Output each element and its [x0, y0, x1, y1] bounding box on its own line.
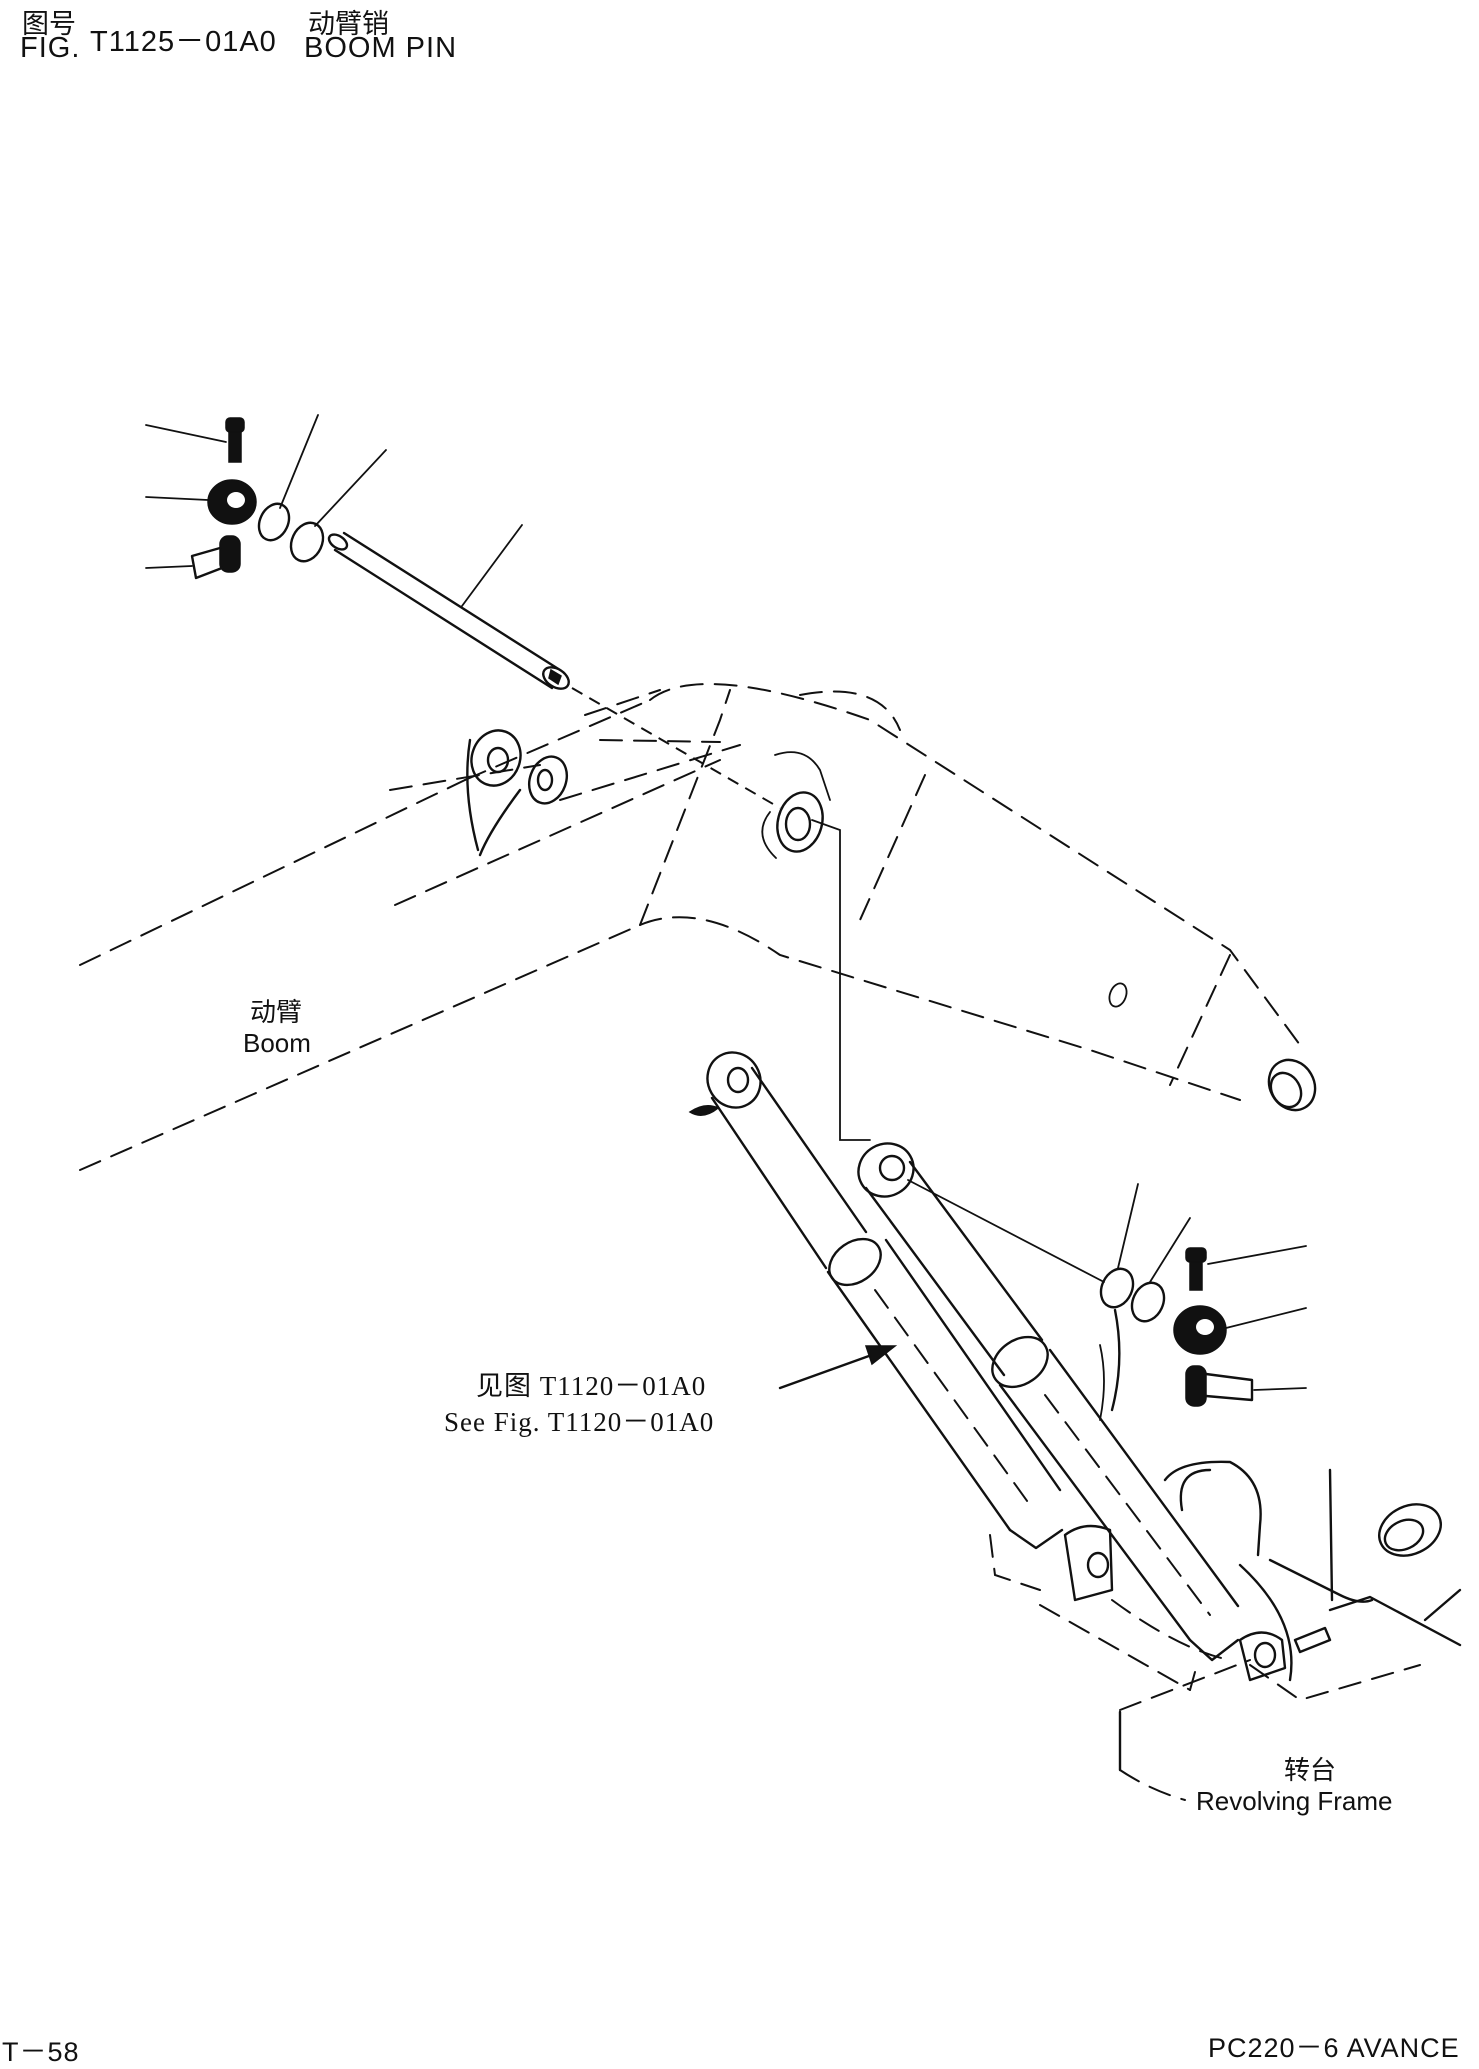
fig-number: T1125－01A0 — [90, 26, 277, 58]
upper-shim-1 — [257, 502, 291, 542]
lower-shim-2 — [1130, 1281, 1166, 1323]
ref-label-cn: 见图 T1120－01A0 — [476, 1371, 707, 1401]
reference-arrow — [778, 1345, 898, 1390]
title-en: BOOM PIN — [304, 32, 458, 64]
upper-grease-fitting — [190, 535, 241, 580]
upper-plate-washer — [207, 479, 257, 525]
upper-shim-2 — [289, 521, 325, 563]
boom-cylinders — [688, 1051, 1240, 1662]
fig-label-en: FIG. — [20, 32, 81, 64]
boom-label-en: Boom — [243, 1028, 311, 1058]
frame-label-en: Revolving Frame — [1196, 1786, 1393, 1816]
frame-label-cn: 转台 — [1284, 1755, 1337, 1785]
boom-pin — [327, 531, 570, 690]
boom-outline — [79, 683, 1317, 1171]
lower-grease-fitting — [1185, 1365, 1254, 1407]
lower-plate-washer — [1173, 1305, 1227, 1355]
upper-bolt — [225, 417, 245, 463]
lower-bolt — [1185, 1247, 1207, 1291]
revolving-frame-outline — [989, 1308, 1462, 1801]
title-cn: 动臂销 — [308, 9, 389, 39]
fig-label-cn: 图号 — [22, 9, 76, 39]
boom-label-cn: 动臂 — [250, 997, 303, 1027]
ref-label-en: See Fig. T1120－01A0 — [444, 1407, 715, 1437]
page-number: T－58 — [2, 2037, 80, 2067]
model-name: PC220－6 AVANCE — [1208, 2033, 1460, 2063]
